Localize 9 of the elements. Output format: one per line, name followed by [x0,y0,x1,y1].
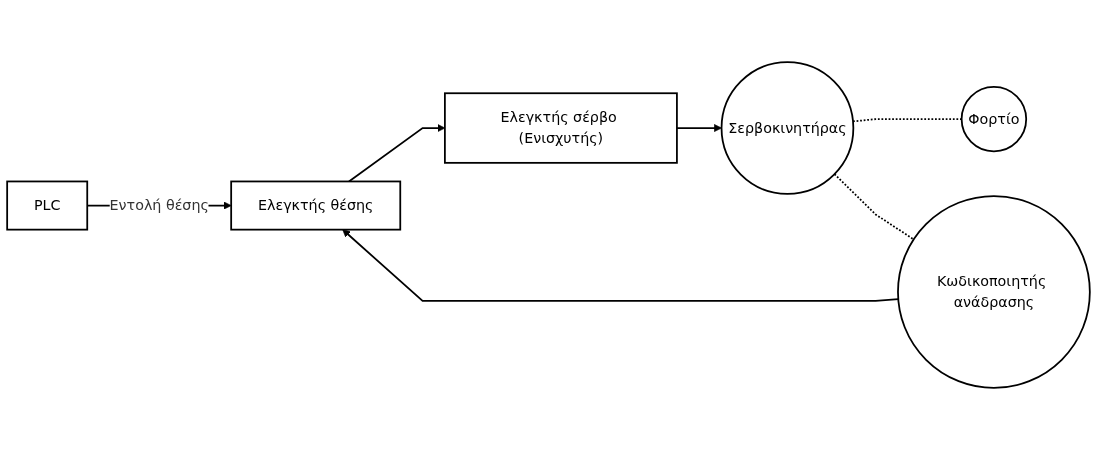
node-circle: Φορτίο [960,85,1028,153]
node-box: PLC [6,180,89,231]
edge-label: Εντολή θέσης [109,196,209,214]
connector [833,173,915,241]
node-box: Ελεγκτής θέσης [230,180,402,231]
node-circle: Κωδικοποιητής ανάδρασης [897,195,1091,389]
node-circle: Σερβοκινητήρας [720,61,855,195]
node-box: Ελεγκτής σέρβο (Ενισχυτής) [444,92,678,164]
arrow [676,124,722,132]
